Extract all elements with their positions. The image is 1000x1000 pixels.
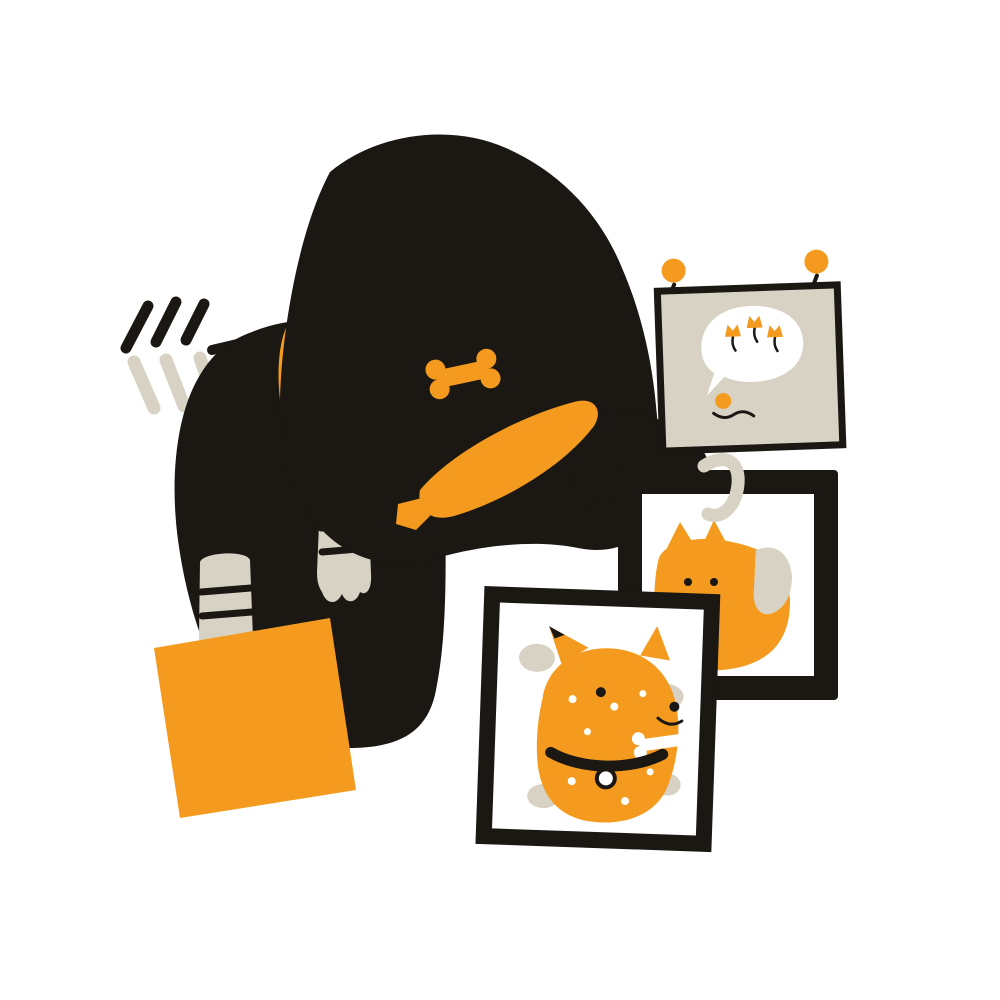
dog-frame [475, 585, 721, 853]
sleeve [419, 400, 598, 518]
collar-tag [594, 767, 617, 790]
doodle-squiggle [712, 410, 756, 419]
cat-tail [753, 547, 792, 615]
dog-collar [545, 746, 669, 772]
hair-tuft [180, 298, 210, 346]
flower-frame [653, 249, 847, 455]
tulip-stem [752, 326, 759, 343]
tulip-stem [773, 335, 779, 353]
tulip-bloom [746, 315, 763, 329]
dog-spot [646, 768, 654, 776]
held-bone [425, 348, 501, 400]
shopping-bag [154, 618, 356, 818]
dog-smile [656, 716, 684, 726]
paw-stripe [197, 584, 255, 596]
dog-ear-tip [549, 626, 565, 639]
dog-spot [568, 695, 577, 704]
tulip [767, 324, 784, 353]
hair-tuft [150, 296, 182, 348]
dog-spots [567, 690, 654, 806]
bone-lobe [429, 379, 450, 400]
bone-in-mouth [631, 725, 695, 760]
bone-bar [639, 733, 687, 751]
sleeve-cuff [396, 498, 430, 530]
balloon-left [661, 258, 686, 283]
hair-tuft [159, 353, 191, 413]
bone-lobe [681, 739, 695, 753]
dog-spot [583, 728, 591, 736]
paw-stripe [198, 608, 256, 620]
dog-body [536, 648, 679, 823]
bone-lobe [631, 732, 645, 746]
character-head [279, 134, 660, 564]
splash [518, 643, 555, 672]
tulip-bloom [767, 324, 784, 338]
bone-bar [437, 361, 489, 387]
tulip [746, 315, 763, 343]
frame-hook [697, 453, 745, 522]
dog-spot [567, 777, 576, 786]
dog-eye [595, 687, 606, 698]
dog-spot [621, 797, 630, 806]
bone-lobe [679, 725, 693, 739]
cat-eye [710, 578, 718, 586]
dog-ear [640, 626, 670, 661]
bone-lobe [480, 368, 501, 389]
dog-spot [610, 702, 619, 711]
hair-tuft [127, 355, 161, 415]
bone-lobe [633, 746, 647, 760]
tulip-bloom [724, 324, 741, 337]
balloon-right [804, 249, 829, 274]
dog-nose [669, 701, 680, 712]
dog-spot [639, 690, 647, 698]
hair-tuft [120, 300, 154, 354]
character-upper [279, 134, 709, 564]
bone-lobe [476, 348, 497, 369]
doodle-blob [715, 392, 732, 409]
cat-eye [684, 578, 692, 586]
bone-lobe [425, 359, 446, 380]
tulip [724, 324, 741, 352]
tulip-stem [731, 335, 737, 352]
